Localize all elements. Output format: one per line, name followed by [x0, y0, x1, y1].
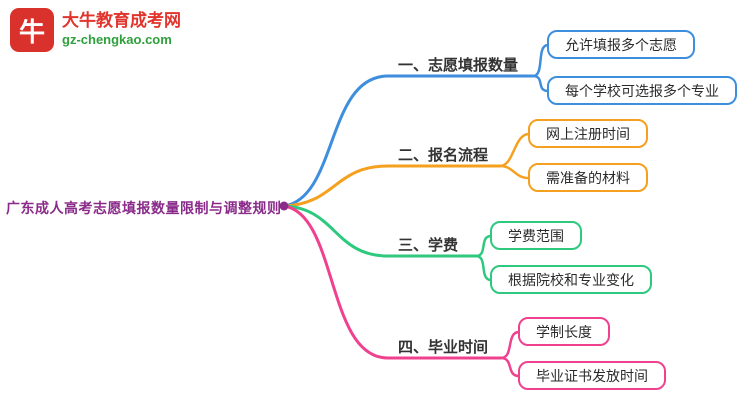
- branch-1-connector: [282, 74, 535, 208]
- branch-3-label: 三、学费: [398, 237, 459, 254]
- leaf-branch1-child1: 允许填报多个志愿: [547, 30, 695, 59]
- branch-4-child-2-connector: [499, 356, 521, 378]
- branch-3-child-1-connector: [474, 234, 493, 258]
- branch-1-child-1-connector: [531, 43, 550, 78]
- branch-1-label: 一、志愿填报数量: [398, 57, 519, 74]
- root-anchor-dot: [279, 201, 289, 211]
- logo-title: 大牛教育成考网: [62, 11, 181, 31]
- leaf-branch4-child1: 学制长度: [518, 317, 610, 346]
- branch-2-label: 二、报名流程: [398, 147, 489, 164]
- logo-icon: 牛: [10, 8, 54, 52]
- branch-4-child-1-connector: [499, 330, 521, 360]
- site-logo: 牛 大牛教育成考网 gz-chengkao.com: [10, 8, 181, 52]
- branch-4-label: 四、毕业时间: [398, 339, 489, 356]
- logo-icon-glyph: 牛: [18, 16, 45, 47]
- logo-text: 大牛教育成考网 gz-chengkao.com: [62, 11, 181, 48]
- branch-3-child-2-connector: [474, 254, 493, 282]
- root-node: 广东成人高考志愿填报数量限制与调整规则: [6, 200, 282, 216]
- logo-url: gz-chengkao.com: [62, 31, 172, 47]
- branch-4-connector: [282, 204, 503, 360]
- leaf-branch2-child1: 网上注册时间: [528, 119, 648, 148]
- leaf-branch2-child2: 需准备的材料: [528, 163, 648, 192]
- leaf-branch1-child2: 每个学校可选报多个专业: [547, 76, 737, 105]
- leaf-branch3-child2: 根据院校和专业变化: [490, 265, 652, 294]
- leaf-branch3-child1: 学费范围: [490, 221, 582, 250]
- branch-2-connector: [282, 164, 502, 208]
- branch-1-child-2-connector: [531, 74, 550, 93]
- branch-3-connector: [282, 204, 478, 258]
- leaf-branch4-child2: 毕业证书发放时间: [518, 361, 666, 390]
- branch-2-child-1-connector: [498, 132, 531, 168]
- branch-2-child-2-connector: [498, 164, 531, 180]
